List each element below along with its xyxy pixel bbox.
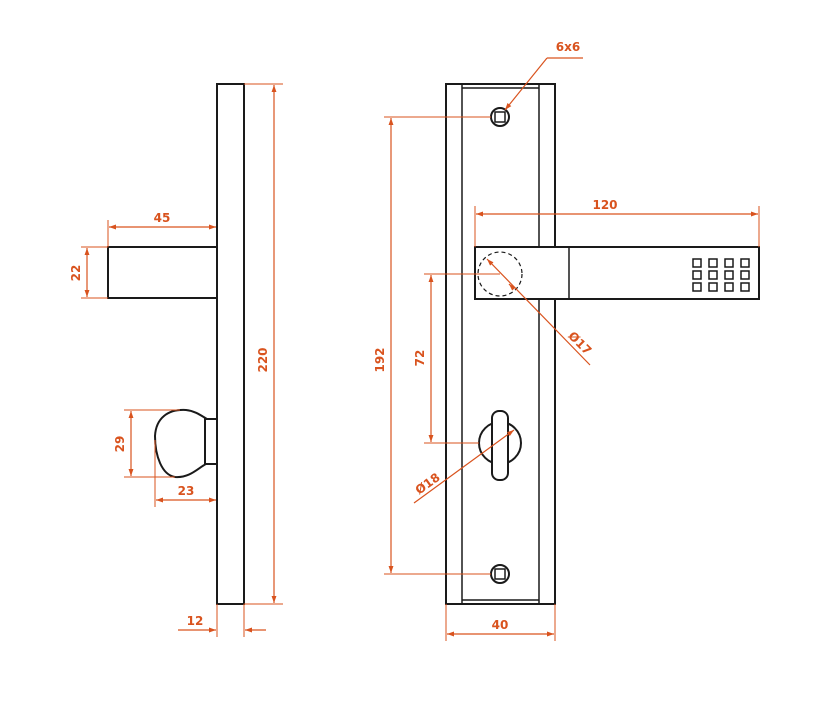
dim-side-rose-height: 22 <box>69 246 108 299</box>
dim-label-192: 192 <box>373 347 387 372</box>
dim-side-plate-thickness: 12 <box>178 604 266 637</box>
dim-side-knob-depth: 23 <box>154 440 216 507</box>
front-keypad <box>692 258 750 292</box>
dim-front-screw-square: 6x6 <box>504 40 583 111</box>
dim-front-lever-length: 120 <box>474 198 760 247</box>
front-view: 6x6 120 192 72 Ø17 <box>373 40 760 641</box>
dim-front-spindle-to-key: 72 <box>413 273 500 444</box>
dim-label-6x6: 6x6 <box>556 40 580 54</box>
dim-front-screw-spacing: 192 <box>373 116 491 575</box>
front-thumbturn <box>478 410 522 481</box>
side-lever-rose <box>107 246 218 299</box>
dim-label-45: 45 <box>154 211 171 225</box>
dim-side-knob-height: 29 <box>113 409 180 478</box>
front-top-screw <box>490 107 510 127</box>
side-thumbturn-neck <box>204 418 218 465</box>
dim-label-23: 23 <box>178 484 195 498</box>
front-spindle-hidden <box>477 251 523 297</box>
front-bottom-screw <box>490 564 510 584</box>
dim-front-plate-width: 40 <box>445 604 556 641</box>
side-backplate <box>216 83 245 605</box>
front-backplate <box>445 83 556 605</box>
dim-label-220: 220 <box>256 347 270 372</box>
dim-label-22: 22 <box>69 265 83 282</box>
dim-label-12: 12 <box>187 614 204 628</box>
side-view: 45 22 220 29 23 <box>69 83 283 637</box>
dim-label-d17: Ø17 <box>565 329 594 358</box>
dim-label-120: 120 <box>592 198 617 212</box>
dim-side-rose-width: 45 <box>107 211 216 247</box>
dim-label-40: 40 <box>492 618 509 632</box>
dim-side-total-height: 220 <box>244 83 283 605</box>
dim-label-29: 29 <box>113 436 127 453</box>
side-thumbturn-knob <box>153 408 218 479</box>
dim-label-72: 72 <box>413 350 427 367</box>
